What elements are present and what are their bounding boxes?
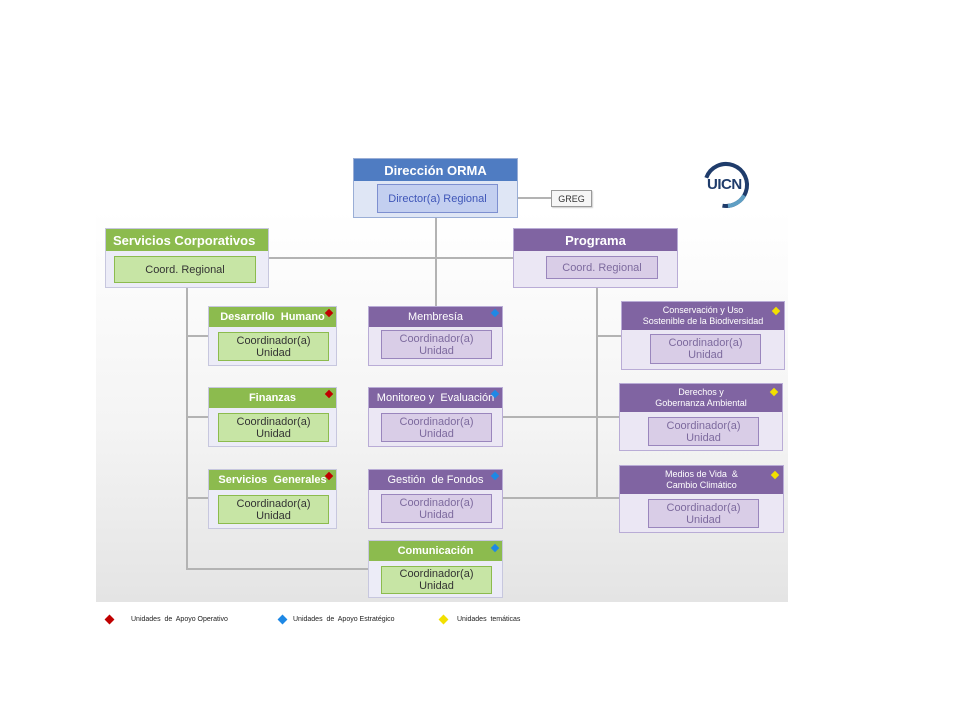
gestion-fondos-coordinador: Coordinador(a) Unidad xyxy=(381,494,492,523)
connector-line xyxy=(186,416,208,418)
conservacion-biodiversidad-coordinador: Coordinador(a) Unidad xyxy=(650,334,761,364)
gestion-fondos-title: Gestión de Fondos xyxy=(369,470,502,490)
estrategico-legend-icon xyxy=(277,614,288,624)
comunicacion-box: Comunicación Coordinador(a) Unidad xyxy=(368,540,503,598)
uicn-logo-text: UICN xyxy=(707,176,742,193)
medios-vida-title: Medios de Vida & Cambio Climático xyxy=(620,466,783,494)
medios-vida-box: Medios de Vida & Cambio Climático Coordi… xyxy=(619,465,784,533)
derechos-gobernanza-title: Derechos y Gobernanza Ambiental xyxy=(620,384,782,412)
gestion-fondos-box: Gestión de Fondos Coordinador(a) Unidad xyxy=(368,469,503,529)
derechos-gobernanza-box: Derechos y Gobernanza Ambiental Coordina… xyxy=(619,383,783,451)
connector-line xyxy=(186,288,188,570)
conservacion-biodiversidad-box: Conservación y Uso Sostenible de la Biod… xyxy=(621,301,785,370)
finanzas-box: Finanzas Coordinador(a) Unidad xyxy=(208,387,337,447)
direccion-orma-box: Dirección ORMA Director(a) Regional xyxy=(353,158,518,218)
connector-line xyxy=(596,288,598,498)
uicn-logo: UICN xyxy=(700,160,760,210)
legend-operativo: Unidades de Apoyo Operativo xyxy=(104,613,228,625)
uicn-logo-ring-icon xyxy=(703,162,749,208)
connector-line xyxy=(186,497,208,499)
corporativos-coord-regional: Coord. Regional xyxy=(114,256,256,283)
servicios-generales-coordinador: Coordinador(a) Unidad xyxy=(218,495,329,524)
programa-box: Programa Coord. Regional xyxy=(513,228,678,288)
connector-line xyxy=(497,197,552,199)
connector-line xyxy=(503,497,619,499)
legend-tematico: Unidades temáticas xyxy=(438,613,521,625)
connector-line xyxy=(186,335,208,337)
membresia-title: Membresía xyxy=(369,307,502,327)
direccion-orma-title: Dirección ORMA xyxy=(354,159,517,181)
servicios-generales-title: Servicios Generales xyxy=(209,470,336,490)
medios-vida-coordinador: Coordinador(a) Unidad xyxy=(648,499,759,528)
legend-estrategico-label: Unidades de Apoyo Estratégico xyxy=(293,615,395,623)
derechos-gobernanza-coordinador: Coordinador(a) Unidad xyxy=(648,417,759,446)
desarrollo-humano-coordinador: Coordinador(a) Unidad xyxy=(218,332,329,361)
monitoreo-evaluacion-box: Monitoreo y Evaluación Coordinador(a) Un… xyxy=(368,387,503,447)
tematico-legend-icon xyxy=(438,614,449,624)
membresia-box: Membresía Coordinador(a) Unidad xyxy=(368,306,503,366)
comunicacion-coordinador: Coordinador(a) Unidad xyxy=(381,566,492,594)
comunicacion-title: Comunicación xyxy=(369,541,502,561)
desarrollo-humano-title: Desarrollo Humano xyxy=(209,307,336,327)
legend-estrategico: Unidades de Apoyo Estratégico xyxy=(277,613,395,625)
programa-coord-regional: Coord. Regional xyxy=(546,256,658,279)
desarrollo-humano-box: Desarrollo Humano Coordinador(a) Unidad xyxy=(208,306,337,366)
operativo-legend-icon xyxy=(104,614,115,624)
connector-line xyxy=(596,335,621,337)
servicios-corporativos-title: Servicios Corporativos xyxy=(106,229,268,251)
monitoreo-evaluacion-coordinador: Coordinador(a) Unidad xyxy=(381,413,492,442)
legend-operativo-label: Unidades de Apoyo Operativo xyxy=(131,615,228,623)
programa-title: Programa xyxy=(514,229,677,251)
connector-line xyxy=(435,217,437,307)
connector-line xyxy=(503,416,619,418)
connector-line xyxy=(269,257,514,259)
director-regional-box: Director(a) Regional xyxy=(377,184,498,213)
servicios-corporativos-box: Servicios Corporativos Coord. Regional xyxy=(105,228,269,288)
servicios-generales-box: Servicios Generales Coordinador(a) Unida… xyxy=(208,469,337,529)
legend-tematico-label: Unidades temáticas xyxy=(457,615,521,623)
monitoreo-evaluacion-title: Monitoreo y Evaluación xyxy=(369,388,502,408)
finanzas-coordinador: Coordinador(a) Unidad xyxy=(218,413,329,442)
connector-line xyxy=(186,568,368,570)
conservacion-biodiversidad-title: Conservación y Uso Sostenible de la Biod… xyxy=(622,302,784,330)
membresia-coordinador: Coordinador(a) Unidad xyxy=(381,330,492,359)
greg-box: GREG xyxy=(551,190,592,207)
finanzas-title: Finanzas xyxy=(209,388,336,408)
